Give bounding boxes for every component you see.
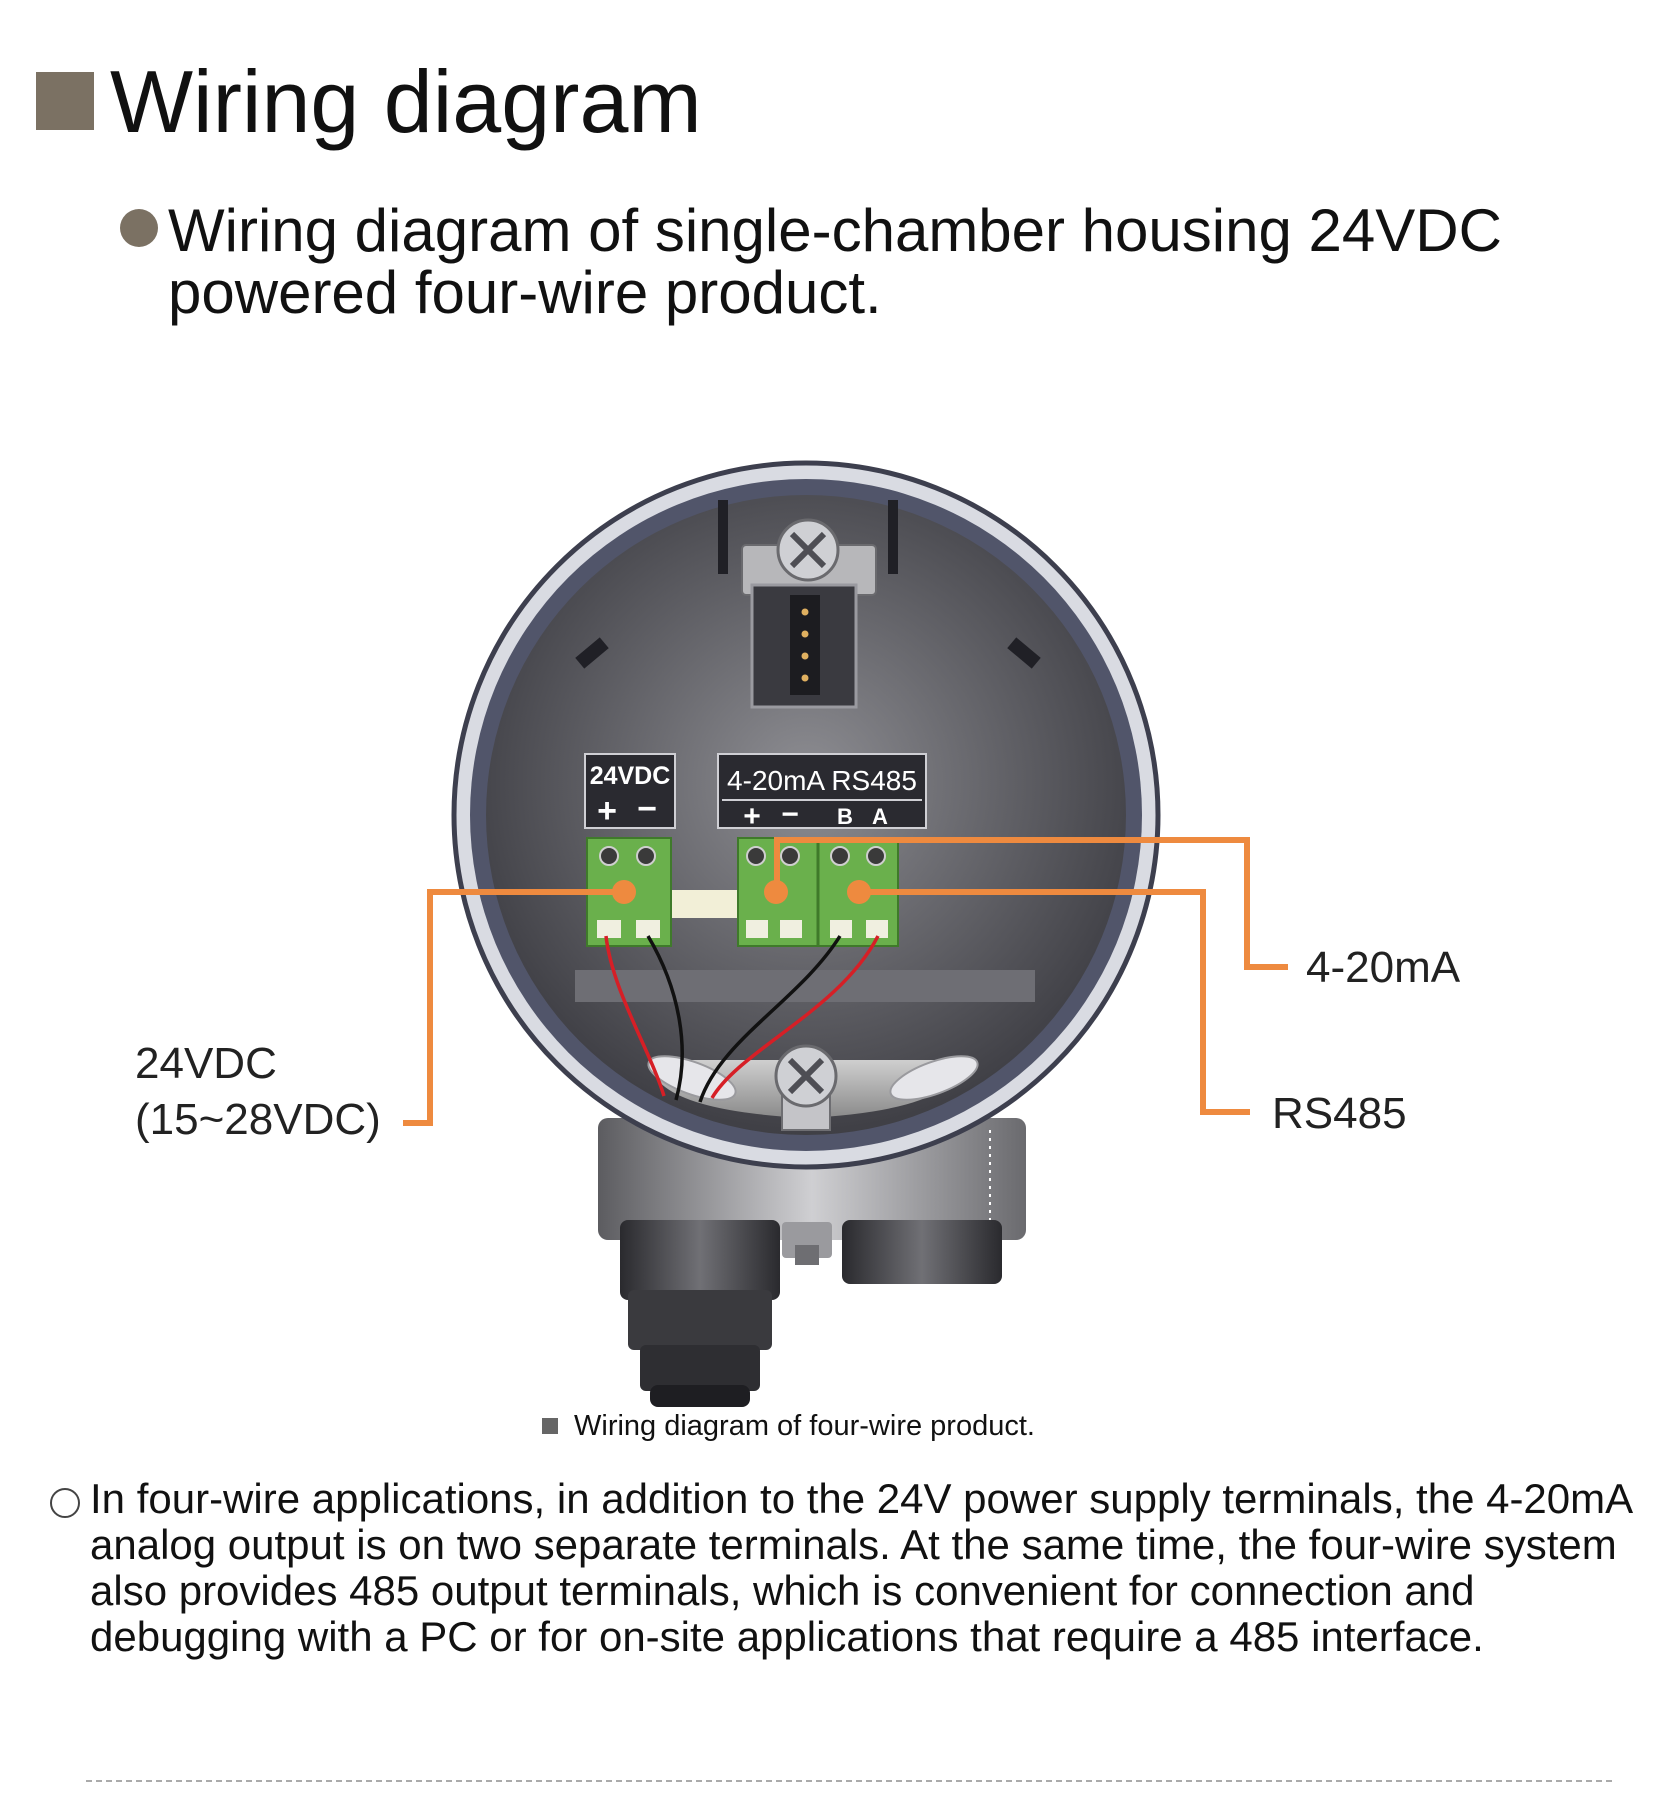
- power-minus-sign: −: [637, 790, 657, 828]
- terminal-link-bar: [672, 890, 740, 918]
- callout-current-output: 4-20mA: [1306, 943, 1461, 992]
- cable-gland-right: [842, 1220, 1002, 1284]
- output-pin-a: A: [872, 804, 888, 829]
- subheading-bullet-dot: [120, 209, 158, 247]
- callout-power-label: 24VDC: [135, 1039, 277, 1088]
- ground-screw: [782, 1222, 832, 1265]
- power-terminal-label: 24VDC + −: [584, 753, 676, 830]
- dashed-divider: [86, 1780, 1612, 1782]
- paragraph-bullet-circle: [50, 1488, 80, 1518]
- top-screw-icon: [776, 518, 840, 582]
- subheading: Wiring diagram of single-chamber housing…: [168, 197, 1502, 326]
- output-terminal-label: 4-20mA RS485 + − B A: [717, 753, 927, 833]
- power-terminal-label-text: 24VDC: [590, 762, 671, 790]
- rim-notch-left: [575, 637, 609, 669]
- rim-slot-right: [888, 500, 898, 574]
- cable-gland-left: [620, 1220, 780, 1407]
- display-connector: [750, 583, 858, 709]
- description-paragraph: In four-wire applications, in addition t…: [90, 1475, 1631, 1660]
- callout-rs485-output: RS485: [1272, 1089, 1407, 1138]
- callout-power-range: (15~28VDC): [135, 1095, 381, 1144]
- leader-current: [774, 837, 1288, 970]
- mounting-bar: [575, 970, 1035, 1002]
- rim-slot-left: [718, 500, 728, 574]
- caption-marker-square: [542, 1418, 558, 1434]
- connection-dot-current: [764, 880, 788, 904]
- page-title: Wiring diagram: [110, 52, 702, 151]
- output-plus-sign: +: [743, 800, 761, 833]
- connection-dot-rs485: [847, 880, 871, 904]
- wires: [604, 935, 880, 1103]
- bottom-screw-icon: [774, 1044, 838, 1108]
- output-minus-sign: −: [781, 798, 799, 831]
- rim-notch-right: [1007, 637, 1041, 669]
- leader-rs485: [858, 889, 1250, 1115]
- cable-entry-right: [889, 1055, 979, 1101]
- leader-lines: [403, 837, 1288, 1126]
- power-plus-sign: +: [597, 792, 617, 830]
- connection-dot-power: [612, 880, 636, 904]
- leader-power: [403, 889, 623, 1126]
- output-terminal-label-text: 4-20mA RS485: [727, 765, 917, 796]
- cable-entry-left: [647, 1055, 737, 1101]
- output-pin-b: B: [837, 804, 853, 829]
- heading-marker-square: [36, 72, 94, 130]
- figure-caption: Wiring diagram of four-wire product.: [574, 1410, 1035, 1442]
